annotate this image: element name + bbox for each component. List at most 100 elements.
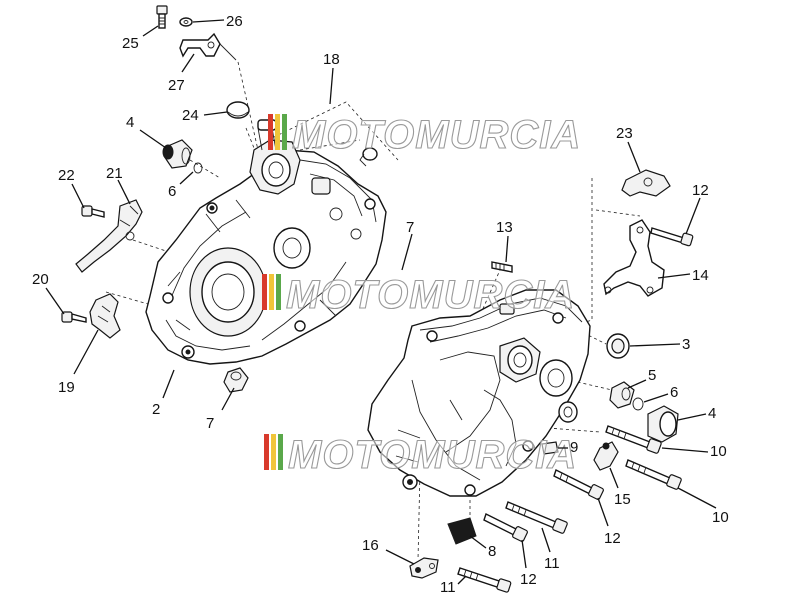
leader-19 [73, 329, 99, 375]
watermark-stripe-green [282, 114, 287, 150]
dowel-7-left [223, 367, 249, 393]
oring-6-left [193, 162, 203, 174]
bolt-12-low [483, 513, 528, 542]
bolt-11-upper [505, 501, 568, 534]
leader-14 [657, 273, 691, 279]
leader-22 [71, 183, 85, 209]
part-label-12-low: 12 [520, 571, 537, 588]
leader-13 [505, 235, 509, 263]
watermark-stripe-red [264, 434, 269, 470]
leader-27 [181, 53, 195, 73]
watermark-stripe-red [262, 274, 267, 310]
part-label-12-top: 12 [692, 182, 709, 199]
watermark-stripe-green [276, 274, 281, 310]
part-label-7-right: 7 [406, 219, 414, 236]
part-label-4-left: 4 [126, 114, 134, 131]
leader-5 [627, 379, 647, 389]
washer-26 [179, 17, 193, 27]
leader-4-left [139, 129, 167, 149]
part-label-7-left: 7 [206, 415, 214, 432]
right-crankcase [367, 289, 591, 497]
cap-24 [226, 101, 250, 119]
part-label-24: 24 [182, 107, 199, 124]
leader-16 [385, 549, 415, 565]
stopper-16 [409, 557, 439, 579]
leader-4-right [677, 413, 707, 421]
part-label-10-lower: 12 [604, 530, 621, 547]
watermark-stripe-yellow [271, 434, 276, 470]
bolt-10-lower [553, 469, 604, 500]
leader-12-low [521, 539, 527, 569]
leader-11-lower [457, 575, 467, 585]
bushing-5 [609, 381, 635, 409]
leader-25 [142, 25, 159, 37]
left-crankcase-2 [145, 139, 387, 365]
watermark-stripe-yellow [275, 114, 280, 150]
shift-lever-19 [89, 293, 121, 339]
bolt-22 [81, 205, 105, 218]
leader-6-right [643, 393, 669, 403]
leader-3 [629, 343, 681, 347]
leader-10-lower [597, 497, 609, 527]
part-label-6-right: 6 [670, 384, 678, 401]
watermark-text: MOTOMURCIA [292, 113, 581, 157]
leader-18 [329, 67, 334, 105]
leader-23 [627, 141, 641, 173]
watermark-stripe-red [268, 114, 273, 150]
watermark-stripe-green [278, 434, 283, 470]
leader-7-right [401, 233, 413, 271]
part-label-14: 14 [692, 267, 709, 284]
watermark-bottom: MOTOMURCIA [264, 432, 577, 478]
block-8 [447, 517, 477, 545]
part-label-3: 3 [682, 336, 690, 353]
part-label-21: 21 [106, 165, 123, 182]
leader-26 [192, 19, 225, 23]
watermark-text: MOTOMURCIA [286, 273, 575, 317]
part-label-19: 19 [58, 379, 75, 396]
part-label-18: 18 [323, 51, 340, 68]
bushing-4-left [162, 139, 193, 169]
leader-24 [203, 111, 228, 116]
part-label-27: 27 [168, 77, 185, 94]
part-label-25: 25 [122, 35, 139, 52]
leader-10-upper [661, 447, 709, 453]
part-label-22: 22 [58, 167, 75, 184]
stud-13 [491, 261, 513, 273]
part-label-23: 23 [616, 125, 633, 142]
leader-12-mid [677, 487, 717, 509]
callouts: 25 26 27 18 24 4 6 22 21 20 19 2 [32, 13, 729, 596]
part-label-11-lower: 11 [440, 579, 456, 596]
part-label-6-left: 6 [168, 183, 176, 200]
bracket-14 [603, 219, 665, 297]
leader-20 [45, 287, 65, 315]
part-label-26: 26 [226, 13, 243, 30]
bolt-12-top [650, 227, 694, 247]
leader-8 [469, 535, 487, 549]
oring-6-right [632, 397, 644, 411]
leader-11-upper [541, 527, 551, 553]
leader-2 [162, 369, 175, 399]
watermark-stripe-yellow [269, 274, 274, 310]
leader-15 [609, 467, 619, 489]
clip-23 [621, 169, 671, 197]
dowel-9 [541, 441, 559, 455]
part-label-8: 8 [488, 543, 496, 560]
seal-3 [606, 333, 630, 359]
part-label-4-right: 4 [708, 405, 716, 422]
leader-7-left [221, 387, 235, 411]
screw-25 [156, 5, 168, 29]
bolt-10-upper [605, 425, 662, 454]
watermark-text: MOTOMURCIA [288, 433, 577, 477]
part-label-16: 16 [362, 537, 379, 554]
bolt-20 [61, 311, 87, 323]
bolt-12-mid [625, 459, 682, 490]
part-label-15: 15 [614, 491, 631, 508]
part-label-12-mid: 10 [712, 509, 729, 526]
part-label-11-upper: 11 [544, 555, 560, 572]
leader-12-top [685, 197, 701, 235]
part-label-10-upper: 10 [710, 443, 727, 460]
cam-15 [593, 441, 619, 471]
watermark-top: MOTOMURCIA [268, 112, 581, 158]
